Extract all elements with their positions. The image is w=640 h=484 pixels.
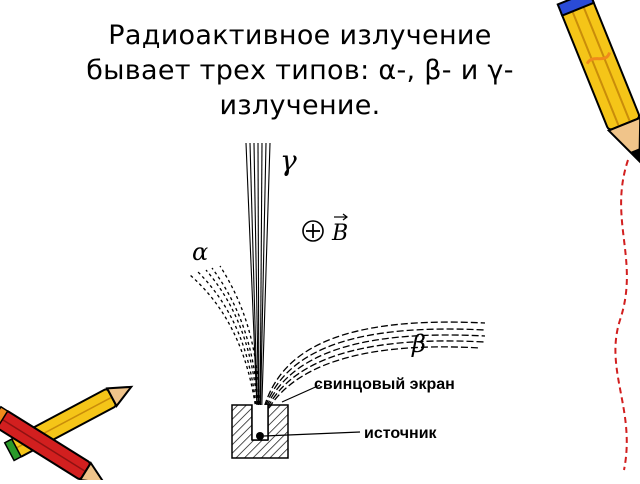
lead-screen-label: свинцовый экран <box>314 376 455 393</box>
screen-leader-line <box>281 384 321 403</box>
title-line-1: Радиоактивное излучение <box>108 20 492 51</box>
source-leader-line <box>263 431 361 437</box>
crossed-pencils-icon <box>0 385 134 484</box>
slide-title: Радиоактивное излучение бывает трех типо… <box>40 18 560 123</box>
source-dot <box>256 432 264 440</box>
field-label: B <box>331 221 348 246</box>
field-vector-label: B <box>331 213 348 246</box>
pencil-clipart-right <box>528 0 640 480</box>
magnetic-field-into-page-icon <box>302 220 324 242</box>
lead-screen <box>231 404 289 459</box>
radiation-diagram-svg: γ α β B <box>189 142 486 459</box>
title-line-2: бывает трех типов: α-, β- и γ- <box>86 55 514 86</box>
gamma-label: γ <box>280 144 297 177</box>
source-label: источник <box>364 425 438 442</box>
pencils-clipart-left <box>0 380 140 484</box>
title-line-3: излучение. <box>219 90 381 121</box>
beta-label: β <box>411 330 426 358</box>
beta-rays <box>259 321 486 427</box>
radiation-diagram: γ α β B <box>180 140 500 475</box>
gamma-rays <box>245 142 271 433</box>
pencil-icon <box>556 0 640 471</box>
alpha-rays <box>189 265 261 429</box>
alpha-label: α <box>192 238 208 266</box>
